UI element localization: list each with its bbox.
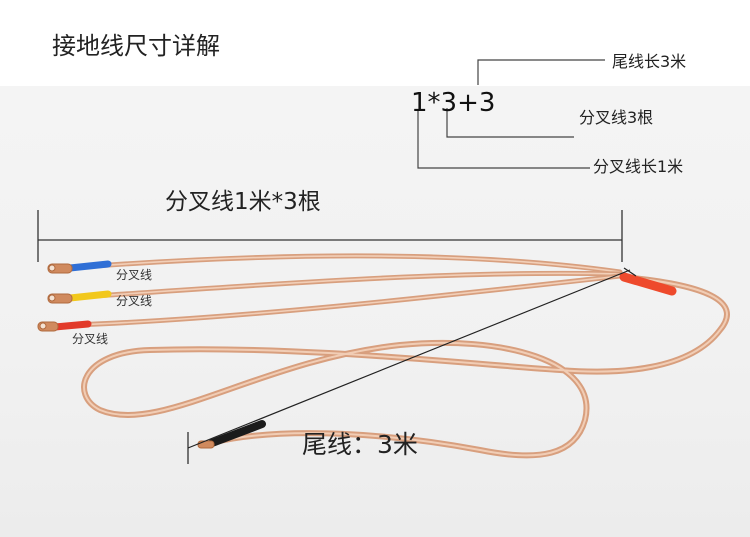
sleeves — [51, 260, 677, 447]
branch-measure-label: 分叉线1米*3根 — [165, 189, 321, 215]
spec-formula: 1*3+3 — [411, 88, 496, 118]
branch-measure-bar — [37, 210, 623, 262]
yellow-sleeve — [66, 290, 112, 302]
branch-count-leader — [446, 108, 574, 138]
tail-length-annotation: 尾线长3米 — [612, 52, 687, 71]
red-sleeve — [51, 320, 92, 331]
tail-tip — [197, 440, 215, 449]
branch-count-annotation: 分叉线3根 — [579, 108, 654, 127]
junction-sleeve — [619, 272, 677, 296]
branch-wire-red — [72, 273, 623, 328]
tail-end-sleeve — [208, 420, 266, 447]
page-title: 接地线尺寸详解 — [52, 32, 220, 60]
product-photo-background — [0, 86, 750, 537]
branch-label-yellow: 分叉线 — [116, 294, 153, 308]
tail-length-label: 尾线：3米 — [302, 430, 418, 459]
tail-measure-line — [187, 267, 637, 464]
copper-wires — [72, 253, 730, 459]
branch-label-blue: 分叉线 — [116, 268, 153, 282]
branch-length-annotation: 分叉线长1米 — [593, 157, 684, 176]
copper-lugs — [37, 263, 215, 449]
branch-length-leader — [417, 110, 590, 169]
annotation-leaders — [417, 59, 605, 169]
blue-sleeve — [66, 260, 112, 272]
tail-length-leader — [477, 59, 605, 85]
branch-label-red: 分叉线 — [72, 332, 109, 346]
